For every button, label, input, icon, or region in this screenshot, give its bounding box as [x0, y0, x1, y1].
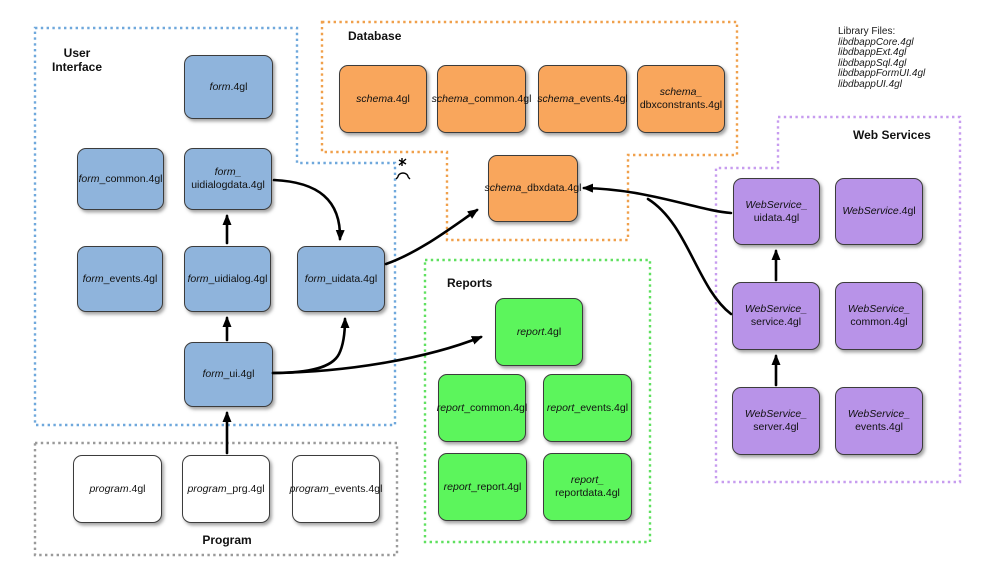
- node-program: program.4gl: [73, 455, 162, 523]
- node-form: form.4gl: [184, 55, 273, 119]
- stray-mark-icon: [398, 158, 407, 166]
- node-label: report_report.4gl: [443, 480, 522, 493]
- node-label: schema_dbxdata.4gl: [484, 182, 582, 194]
- node-report_reportdata: report_reportdata.4gl: [543, 453, 632, 521]
- arrow-form_ui-to-report: [271, 335, 483, 375]
- node-webservice_uidata: WebService_uidata.4gl: [733, 178, 820, 245]
- node-label: service.4gl: [750, 316, 802, 328]
- node-label: WebService_: [744, 408, 808, 420]
- node-label: dbxconstrants.4gl: [639, 99, 723, 111]
- stray-mark-icon: [395, 176, 411, 180]
- node-label: uidata.4gl: [753, 211, 800, 224]
- stray-mark-icon: [398, 159, 407, 165]
- group-label-database: Database: [348, 29, 402, 43]
- node-report_common: report_common.4gl: [436, 374, 528, 442]
- node-label: form_events.4gl: [82, 272, 158, 285]
- node-label: form_uidata.4gl: [304, 272, 378, 285]
- node-form_uidialogdata: form_uidialogdata.4gl: [184, 148, 272, 210]
- node-label: schema_events.4gl: [537, 92, 628, 105]
- node-webservice_service: WebService_service.4gl: [732, 282, 820, 350]
- node-label: WebService_: [847, 303, 911, 315]
- node-form_uidata: form_uidata.4gl: [297, 246, 385, 312]
- arrow-webservice_service-to-schema_dbxdata: [646, 197, 733, 316]
- node-schema_common: schema_common.4gl: [432, 65, 531, 133]
- node-schema: schema.4gl: [339, 65, 427, 133]
- node-label: schema.4gl: [356, 92, 410, 105]
- node-form_ui: form_ui.4gl: [184, 342, 273, 407]
- node-form_events: form_events.4gl: [77, 246, 163, 312]
- node-schema_events: schema_events.4gl: [537, 65, 628, 133]
- node-report: report.4gl: [495, 298, 583, 366]
- node-label: schema_common.4gl: [431, 92, 532, 105]
- node-label: report_events.4gl: [546, 401, 629, 414]
- library-file-name: libdbappSql.4gl: [838, 57, 907, 69]
- node-label: WebService_: [744, 303, 808, 315]
- node-label: server.4gl: [753, 421, 799, 433]
- group-label-program: Program: [202, 533, 252, 547]
- arrow-webservice_uidata-to-schema_dbxdata: [582, 183, 733, 215]
- node-webservice_server: WebService_server.4gl: [732, 387, 820, 455]
- node-label: form_ui.4gl: [202, 368, 255, 380]
- node-label: uidialogdata.4gl: [191, 179, 265, 191]
- arrow-form_ui-to-form_uidata: [271, 317, 350, 375]
- node-label: WebService_: [745, 198, 808, 211]
- node-report_events: report_events.4gl: [543, 374, 632, 442]
- node-webservice: WebService.4gl: [835, 178, 923, 245]
- node-schema_dbxconstrants: schema_dbxconstrants.4gl: [637, 65, 725, 133]
- library-file-name: libdbappCore.4gl: [838, 36, 914, 48]
- library-file-name: libdbappFormUI.4gl: [838, 68, 926, 79]
- group-label-web-services: Web Services: [853, 128, 931, 142]
- node-form_uidialog: form_uidialog.4gl: [184, 246, 271, 312]
- node-label: schema_: [659, 86, 703, 98]
- node-label: common.4gl: [850, 316, 908, 328]
- node-label: program_prg.4gl: [187, 482, 265, 495]
- node-label: program.4gl: [89, 482, 146, 495]
- stray-mark-icon: [397, 172, 409, 178]
- node-label: report_common.4gl: [436, 401, 528, 414]
- node-schema_dbxdata: schema_dbxdata.4gl: [485, 155, 581, 222]
- arrow-form_uidata-to-schema_dbxdata: [384, 208, 479, 266]
- library-file-name: libdbappExt.4gl: [838, 47, 907, 58]
- node-program_prg: program_prg.4gl: [182, 455, 270, 523]
- node-label: form_uidialog.4gl: [187, 272, 268, 285]
- node-webservice_events: WebService_events.4gl: [835, 387, 923, 455]
- node-label: WebService.4gl: [842, 205, 916, 217]
- node-label: events.4gl: [855, 421, 903, 433]
- node-form_common: form_common.4gl: [77, 148, 164, 210]
- node-label: WebService_: [847, 408, 911, 420]
- node-program_events: program_events.4gl: [289, 455, 383, 523]
- node-webservice_common: WebService_common.4gl: [835, 282, 923, 350]
- group-label-reports: Reports: [447, 276, 493, 290]
- node-label: program_events.4gl: [289, 482, 383, 495]
- library-file-name: libdbappUI.4gl: [838, 78, 902, 90]
- node-label: form.4gl: [209, 80, 248, 93]
- node-report_report: report_report.4gl: [438, 453, 527, 521]
- node-label: reportdata.4gl: [555, 487, 620, 499]
- arrow-form_uidialogdata-to-form_uidata: [272, 178, 345, 241]
- library-files-title: Library Files:: [838, 26, 896, 37]
- node-label: report.4gl: [516, 325, 562, 338]
- node-label: report_: [570, 474, 605, 486]
- node-label: form_: [214, 166, 242, 178]
- node-label: form_common.4gl: [78, 172, 163, 185]
